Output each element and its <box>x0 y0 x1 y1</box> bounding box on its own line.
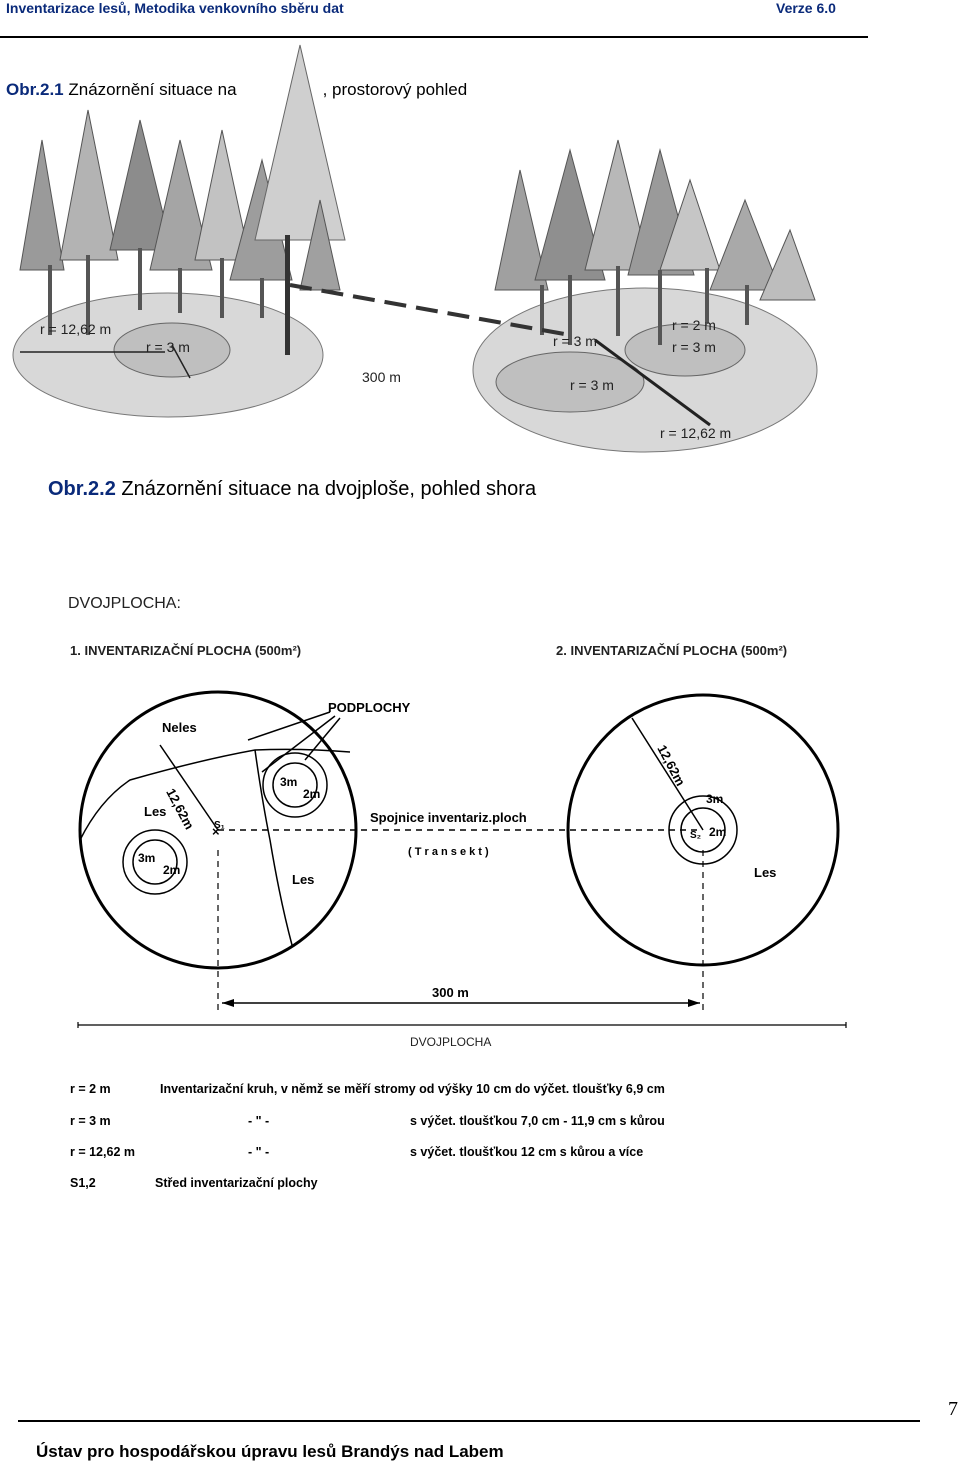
legend-mid-3: Střed inventarizační plochy <box>155 1176 318 1190</box>
figure2-caption-number: Obr.2.2 <box>48 478 116 500</box>
header-title: Inventarizace lesů, Metodika venkovního … <box>6 0 344 16</box>
plot1-a-2m: 2m <box>163 863 180 877</box>
plot1-subcircle-b-2m <box>272 762 318 808</box>
podplochy-arrow-3 <box>304 717 341 761</box>
legend-key-3: S1,2 <box>70 1176 96 1190</box>
label-spojnice: Spojnice inventariz.ploch <box>370 810 527 825</box>
label-right-r3: r = 3 m <box>672 339 716 355</box>
right-plot-sub-circle-2 <box>624 323 746 377</box>
plot1-b-3m: 3m <box>280 775 297 789</box>
plot2-3m: 3m <box>706 792 723 806</box>
forest-boundary-1 <box>79 748 351 841</box>
legend-key-1: r = 3 m <box>70 1114 111 1128</box>
center-s1-marker: × <box>212 824 220 839</box>
left-plot-small-circle <box>113 322 231 378</box>
legend-mid-0: Inventarizační kruh, v němž se měří stro… <box>160 1082 665 1096</box>
legend-key-2: r = 12,62 m <box>70 1145 135 1159</box>
footer-rule <box>18 1420 920 1422</box>
figure1-caption-text-a: Znázornění situace na <box>63 80 237 99</box>
podplochy-arrow-2 <box>261 715 336 773</box>
plot2-title: 2. INVENTARIZAČNÍ PLOCHA (500m²) <box>556 643 787 658</box>
label-les-3: Les <box>754 865 776 880</box>
plot1-subcircle-a-3m <box>122 829 188 895</box>
label-dvojplocha: DVOJPLOCHA <box>410 1035 491 1049</box>
podplochy-arrow-1 <box>247 711 331 741</box>
page-number: 7 <box>948 1398 958 1420</box>
label-podplochy: PODPLOCHY <box>328 700 411 715</box>
label-left-small-r: r = 3 m <box>146 339 190 355</box>
label-right-r4: r = 3 m <box>570 377 614 393</box>
label-right-r1: r = 3 m <box>553 333 597 349</box>
label-left-big-r: r = 12,62 m <box>40 321 111 337</box>
plot2-2m: 2m <box>709 825 726 839</box>
left-trees <box>19 44 346 355</box>
left-small-radius-line <box>171 344 191 379</box>
label-neles: Neles <box>162 720 197 735</box>
transect-line <box>289 283 571 337</box>
right-trees <box>494 139 816 345</box>
header-version: Verze 6.0 <box>776 0 836 16</box>
legend-key-0: r = 2 m <box>70 1082 111 1096</box>
figure1-illustration: r = 12,62 m r = 3 m 300 m r = 3 m r = 2 … <box>12 44 818 453</box>
plot1-subcircle-a-2m <box>132 839 178 885</box>
legend-right-1: s výčet. tloušťkou 7,0 cm - 11,9 cm s ků… <box>410 1114 665 1128</box>
plot1-subcircle-b-3m <box>262 752 328 818</box>
figure1-caption: Obr.2.1 Znázornění situace na , prostorov… <box>6 80 467 100</box>
figure1-caption-text-b: , prostorový pohled <box>322 80 468 99</box>
label-right-r2: r = 2 m <box>672 317 716 333</box>
right-radius-line <box>594 338 711 427</box>
plot1-b-2m: 2m <box>303 787 320 801</box>
plot1-a-3m: 3m <box>138 851 155 865</box>
forest-boundary-2 <box>254 749 293 946</box>
legend-mid-1: - " - <box>248 1114 269 1128</box>
label-right-big-r: r = 12,62 m <box>660 425 731 441</box>
label-transekt: ( T r a n s e k t ) <box>408 846 489 858</box>
dim-arrow-right <box>688 999 700 1007</box>
label-300m: 300 m <box>432 985 469 1000</box>
footer-institute: Ústav pro hospodářskou úpravu lesů Brand… <box>36 1442 504 1461</box>
figure2-caption: Obr.2.2 Znázornění situace na dvojploše,… <box>48 478 536 501</box>
dim-arrow-left <box>222 999 234 1007</box>
label-distance: 300 m <box>362 369 401 385</box>
plot1-radius-line <box>159 744 219 831</box>
s1-label: S₁ <box>214 820 225 831</box>
s2-label: S₂ <box>690 830 701 841</box>
legend-mid-2: - " - <box>248 1145 269 1159</box>
right-plot-sub-circle-1 <box>495 351 645 413</box>
figure2-diagram: DVOJPLOCHA: 1. INVENTARIZAČNÍ PLOCHA (50… <box>68 595 847 1190</box>
plot2-radius-line <box>631 717 704 831</box>
figure1-caption-number: Obr.2.1 <box>6 80 64 99</box>
label-les-2: Les <box>292 872 314 887</box>
label-les-1: Les <box>144 804 166 819</box>
figure2-caption-text: Znázornění situace na dvojploše, pohled … <box>115 478 537 500</box>
legend: r = 2 m Inventarizační kruh, v němž se m… <box>70 1082 665 1190</box>
header-rule <box>0 36 868 38</box>
diagram-title: DVOJPLOCHA: <box>68 595 181 612</box>
legend-right-2: s výčet. tloušťkou 12 cm s kůrou a více <box>410 1145 643 1159</box>
plot1-title: 1. INVENTARIZAČNÍ PLOCHA (500m²) <box>70 643 301 658</box>
